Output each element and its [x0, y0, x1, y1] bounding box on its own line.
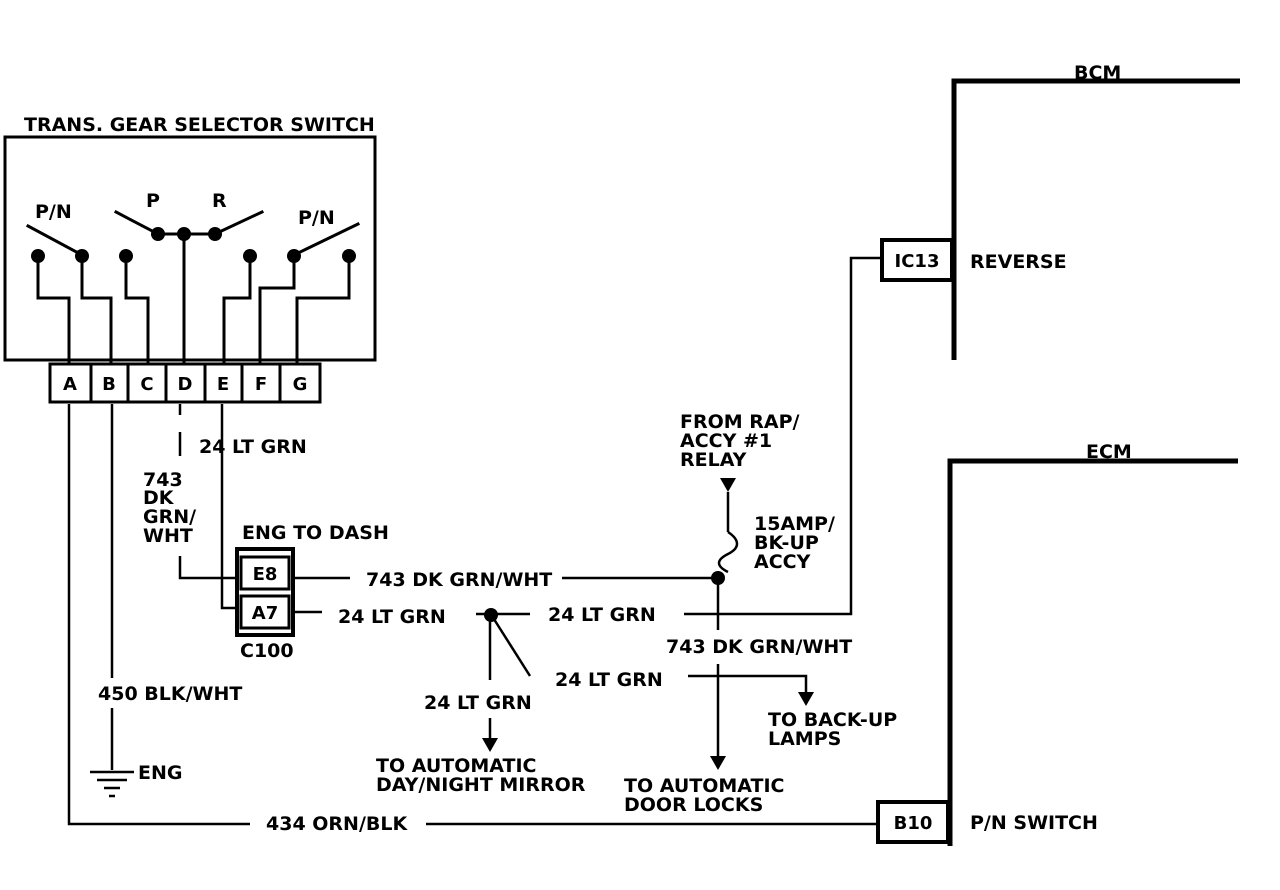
wire-label-e-4: WHT: [143, 525, 193, 547]
fuse-source-3: RELAY: [680, 449, 747, 471]
gear-selector-switch: TRANS. GEAR SELECTOR SWITCH P/N P R P/N: [3, 114, 377, 404]
connector-name: C100: [240, 640, 294, 662]
connector-header: ENG TO DASH: [242, 522, 389, 544]
pin-b: B: [102, 374, 116, 395]
wire-label-branch-down: 24 LT GRN: [424, 692, 532, 714]
fuse-label-3: ACCY: [754, 551, 811, 573]
pin-f: F: [255, 374, 267, 395]
contact-p-r: [113, 209, 264, 372]
contact-label-p: P: [146, 190, 160, 212]
ecm-name: ECM: [1086, 441, 1132, 463]
wire-label-d: 24 LT GRN: [199, 436, 307, 458]
wire-label-to-reverse: 24 LT GRN: [548, 604, 656, 626]
wire-label-ground: 450 BLK/WHT: [98, 683, 242, 705]
contact-label-r: R: [212, 190, 227, 212]
wire-label-e-1: 743: [143, 469, 183, 491]
connector-c100: ENG TO DASH E8 A7 C100: [235, 522, 389, 662]
arrow-locks-icon: [710, 756, 726, 770]
pin-g: G: [293, 374, 308, 395]
fuse-icon: [717, 530, 739, 574]
contact-pn-right: [258, 221, 361, 372]
dest-mirror-2: DAY/NIGHT MIRROR: [376, 774, 586, 796]
dest-lamps-2: LAMPS: [768, 728, 841, 750]
contact-pn-left: [25, 223, 113, 372]
arrow-mirror-icon: [482, 738, 498, 752]
wire-label-pn: 434 ORN/BLK: [266, 813, 408, 835]
bcm-module: BCM IC13 REVERSE: [880, 62, 1240, 360]
contact-label-pn-right: P/N: [298, 207, 335, 229]
pin-e: E: [217, 374, 229, 395]
ecm-module: ECM B10 P/N SWITCH: [876, 441, 1238, 846]
fuse-label-1: 15AMP/: [754, 513, 835, 535]
wire-label-a7-out: 24 LT GRN: [338, 606, 446, 628]
arrow-lamps-icon: [798, 692, 814, 706]
dest-locks-2: DOOR LOCKS: [624, 794, 763, 816]
fuse-source-1: FROM RAP/: [680, 411, 800, 433]
wire-label-e-2: DK: [143, 487, 175, 509]
dest-lamps-1: TO BACK-UP: [768, 709, 897, 731]
contact-label-pn-left: P/N: [35, 201, 72, 223]
switch-housing: [3, 135, 377, 362]
bcm-terminal-label: REVERSE: [970, 251, 1067, 273]
ground-label: ENG: [138, 762, 182, 784]
dest-mirror-1: TO AUTOMATIC: [376, 755, 537, 777]
pin-a7: A7: [252, 603, 278, 624]
fuse-label-2: BK-UP: [754, 532, 819, 554]
bcm-terminal: IC13: [895, 251, 940, 272]
ecm-terminal: B10: [894, 813, 933, 834]
wire-label-branch-right: 24 LT GRN: [555, 669, 663, 691]
switch-wiring: 24 LT GRN 743 DK GRN/ WHT 450 BLK/WHT EN…: [67, 404, 880, 835]
ecm-terminal-label: P/N SWITCH: [970, 812, 1098, 834]
arrow-feed-icon: [720, 478, 736, 492]
fuse-source-2: ACCY #1: [680, 430, 772, 452]
pin-strip: A B C D E F G: [48, 362, 322, 404]
pin-c: C: [140, 374, 153, 395]
wire-label-e8-out: 743 DK GRN/WHT: [366, 569, 552, 591]
wire-label-e-3: GRN/: [143, 506, 196, 528]
pin-a: A: [63, 374, 77, 395]
ground-icon: [90, 770, 134, 798]
dest-locks-1: TO AUTOMATIC: [624, 775, 785, 797]
switch-title: TRANS. GEAR SELECTOR SWITCH: [24, 114, 375, 136]
pin-e8: E8: [253, 564, 278, 585]
pin-d: D: [178, 374, 193, 395]
harness-wiring: 743 DK GRN/WHT 24 LT GRN 24 LT GRN 24 LT…: [293, 256, 897, 816]
wire-label-fuse-out: 743 DK GRN/WHT: [666, 636, 852, 658]
